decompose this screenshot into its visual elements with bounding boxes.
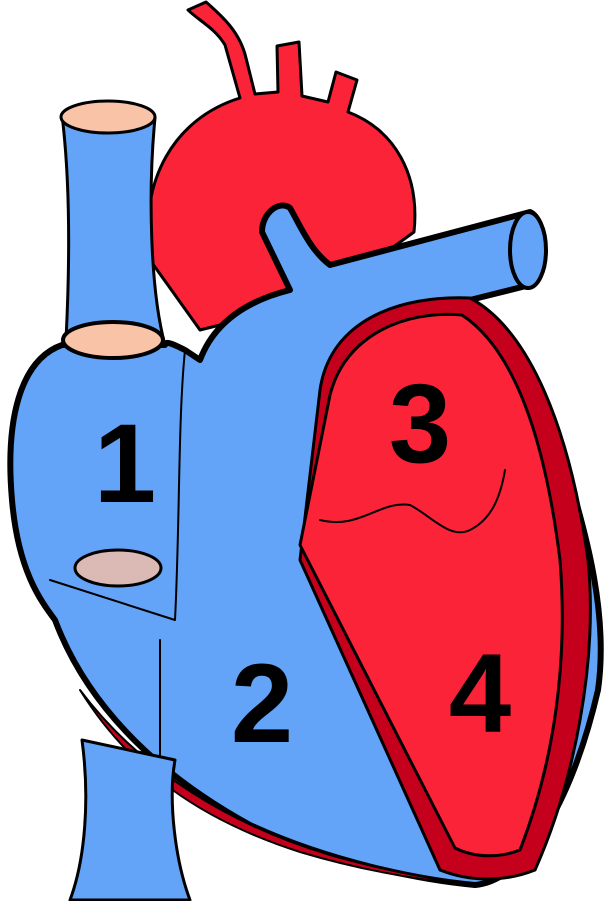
mitral-valve-line <box>319 469 506 534</box>
svc-opening-bottom <box>61 320 165 360</box>
aorta <box>146 0 417 332</box>
label-2-right-ventricle: 2 <box>231 641 293 766</box>
lower-wall <box>79 689 471 886</box>
pulmonary-artery-opening <box>508 210 548 290</box>
label-3-left-atrium: 3 <box>389 361 451 486</box>
coronary-sinus-opening <box>73 548 163 588</box>
septum-line <box>49 349 186 761</box>
superior-vena-cava <box>60 113 167 347</box>
svc-opening-top <box>59 99 157 135</box>
inferior-vena-cava <box>68 738 192 901</box>
label-1-right-atrium: 1 <box>94 401 156 526</box>
left-heart-chambers <box>298 312 564 858</box>
label-4-left-ventricle: 4 <box>449 631 511 756</box>
